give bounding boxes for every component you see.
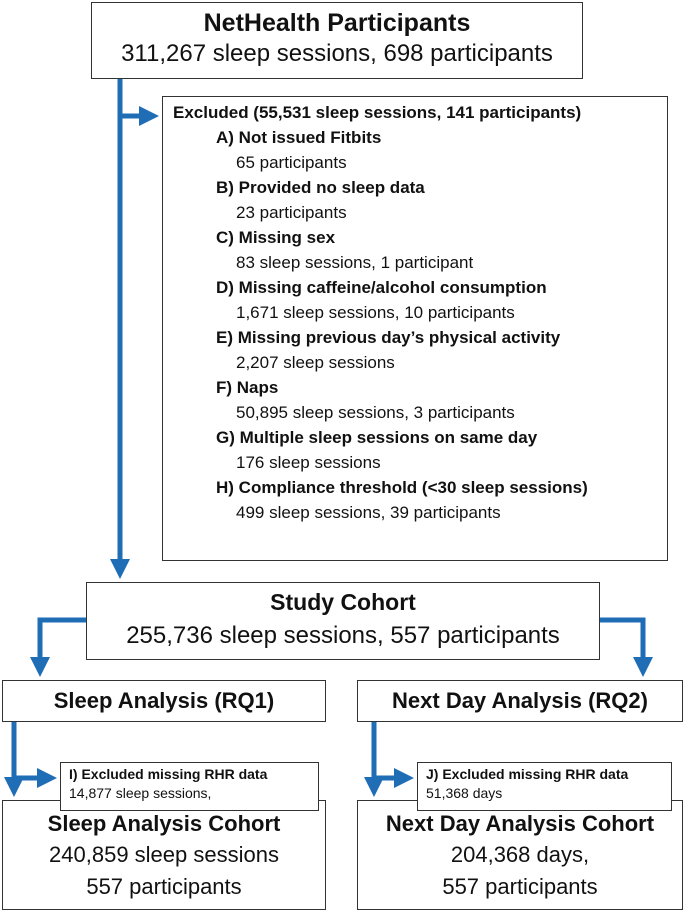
criterion-value: 65 participants xyxy=(236,153,347,172)
nethealth-title: NetHealth Participants xyxy=(203,9,471,37)
criterion-value: 83 sleep sessions, 1 participant xyxy=(236,253,474,272)
criterion-value: 50,895 sleep sessions, 3 participants xyxy=(236,403,515,422)
criterion-value: 23 participants xyxy=(236,203,347,222)
excluded-header: Excluded (55,531 sleep sessions, 141 par… xyxy=(173,103,582,122)
exclusion-j-label: J) Excluded missing RHR data xyxy=(426,766,629,782)
exclusion-criterion: B) Provided no sleep data 23 participant… xyxy=(216,175,667,225)
exclusion-criterion: C) Missing sex 83 sleep sessions, 1 part… xyxy=(216,225,667,275)
exclusion-i-value: 14,877 sleep sessions, xyxy=(69,785,212,801)
criterion-label: F) Naps xyxy=(216,378,279,397)
study-cohort-subtitle: 255,736 sleep sessions, 557 participants xyxy=(126,622,560,649)
study-cohort-title: Study Cohort xyxy=(270,589,416,615)
next-cohort-line1: 204,368 days, xyxy=(450,842,590,867)
exclusion-criterion: E) Missing previous day’s physical activ… xyxy=(216,325,667,375)
criterion-value: 1,671 sleep sessions, 10 participants xyxy=(236,303,515,322)
next-day-analysis-cohort-box: Next Day Analysis Cohort 204,368 days, 5… xyxy=(357,800,683,910)
arrow-cohort-to-next xyxy=(597,617,653,677)
criterion-label: D) Missing caffeine/alcohol consumption xyxy=(216,278,547,297)
criterion-label: G) Multiple sleep sessions on same day xyxy=(216,428,538,447)
sleep-analysis-box: Sleep Analysis (RQ1) xyxy=(2,680,326,722)
exclusion-criterion: F) Naps 50,895 sleep sessions, 3 partici… xyxy=(216,375,667,425)
next-cohort-title: Next Day Analysis Cohort xyxy=(385,811,655,836)
next-day-analysis-box: Next Day Analysis (RQ2) xyxy=(357,680,683,722)
sleep-cohort-line1: 240,859 sleep sessions xyxy=(49,842,279,867)
exclusion-i-label: I) Excluded missing RHR data xyxy=(69,766,268,782)
nethealth-participants-box: NetHealth Participants 311,267 sleep ses… xyxy=(91,2,583,79)
criterion-label: H) Compliance threshold (<30 sleep sessi… xyxy=(216,478,588,497)
exclusion-criterion: G) Multiple sleep sessions on same day 1… xyxy=(216,425,667,475)
exclusion-criterion: D) Missing caffeine/alcohol consumption … xyxy=(216,275,667,325)
arrow-cohort-to-sleep xyxy=(30,617,89,677)
criterion-label: A) Not issued Fitbits xyxy=(216,128,382,147)
criterion-value: 2,207 sleep sessions xyxy=(236,353,395,372)
sleep-cohort-title: Sleep Analysis Cohort xyxy=(47,811,281,836)
sleep-analysis-cohort-box: Sleep Analysis Cohort 240,859 sleep sess… xyxy=(2,800,326,910)
study-cohort-box: Study Cohort 255,736 sleep sessions, 557… xyxy=(86,582,600,660)
criterion-label: C) Missing sex xyxy=(216,228,336,247)
exclusion-criterion: H) Compliance threshold (<30 sleep sessi… xyxy=(216,475,667,525)
sleep-analysis-title: Sleep Analysis (RQ1) xyxy=(53,688,275,713)
exclusion-i-box: I) Excluded missing RHR data 14,877 slee… xyxy=(60,762,319,811)
sleep-cohort-line2: 557 participants xyxy=(86,874,242,899)
next-cohort-line2: 557 participants xyxy=(442,874,598,899)
criterion-value: 499 sleep sessions, 39 participants xyxy=(236,503,501,522)
criterion-value: 176 sleep sessions xyxy=(236,453,381,472)
nethealth-subtitle: 311,267 sleep sessions, 698 participants xyxy=(121,40,553,67)
exclusion-j-value: 51,368 days xyxy=(426,785,503,801)
criterion-label: B) Provided no sleep data xyxy=(216,178,425,197)
exclusion-j-box: J) Excluded missing RHR data 51,368 days xyxy=(417,762,672,811)
next-day-analysis-title: Next Day Analysis (RQ2) xyxy=(392,688,648,713)
criterion-label: E) Missing previous day’s physical activ… xyxy=(216,328,561,347)
excluded-box: Excluded (55,531 sleep sessions, 141 par… xyxy=(162,96,668,561)
exclusion-criterion: A) Not issued Fitbits 65 participants xyxy=(216,125,667,175)
